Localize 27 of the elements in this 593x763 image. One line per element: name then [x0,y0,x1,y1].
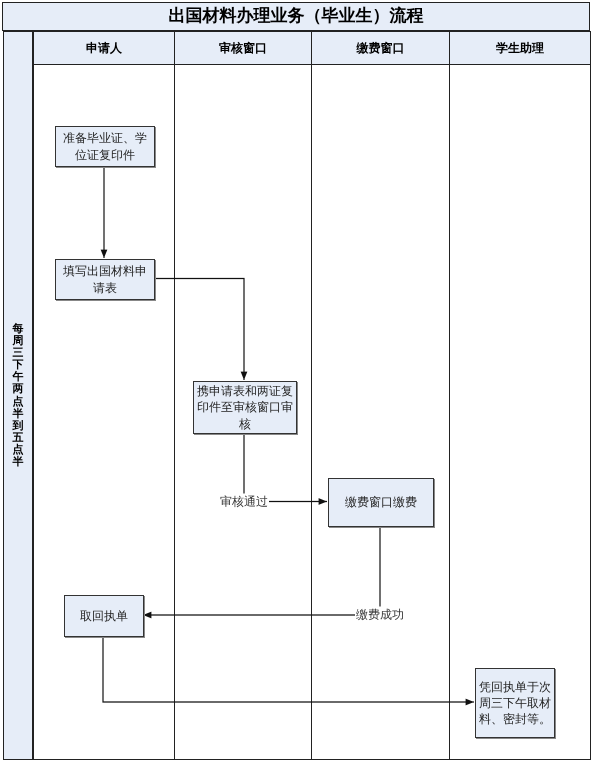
process-text: 准备毕业证、学位证复印件 [62,130,148,163]
process-box [55,259,155,300]
flow-arrow [100,166,108,258]
lane-title: 缴费窗口 [355,40,406,57]
swimlane [311,31,450,760]
process-text: 缴费窗口缴费 [344,494,418,511]
title-banner: 出国材料办理业务（毕业生）流程 [2,2,590,31]
edge-label: 审核通过 [219,493,269,510]
lane-title: 审核窗口 [218,40,268,57]
process-text: 携申请表和两证复印件至审核窗口审核 [196,383,294,432]
swimlane [33,31,175,760]
process-box [328,478,434,527]
swimlane [449,31,591,760]
swimlane [174,31,312,760]
lane-title: 学生助理 [495,40,545,57]
lane-title: 申请人 [85,40,123,57]
time-band [3,31,33,760]
time-note: 每周三下午两点半到五点半 [12,322,24,468]
process-text: 凭回执单于次周三下午取材料、密封等。 [478,678,552,728]
flow-arrow [154,278,248,380]
process-box [55,126,155,167]
flow-arrow [102,636,474,706]
process-box [475,668,555,738]
edge-label: 缴费成功 [355,606,405,624]
process-box [64,595,144,637]
process-text: 填写出国材料申请表 [62,263,148,296]
process-text: 取回执单 [79,608,129,624]
